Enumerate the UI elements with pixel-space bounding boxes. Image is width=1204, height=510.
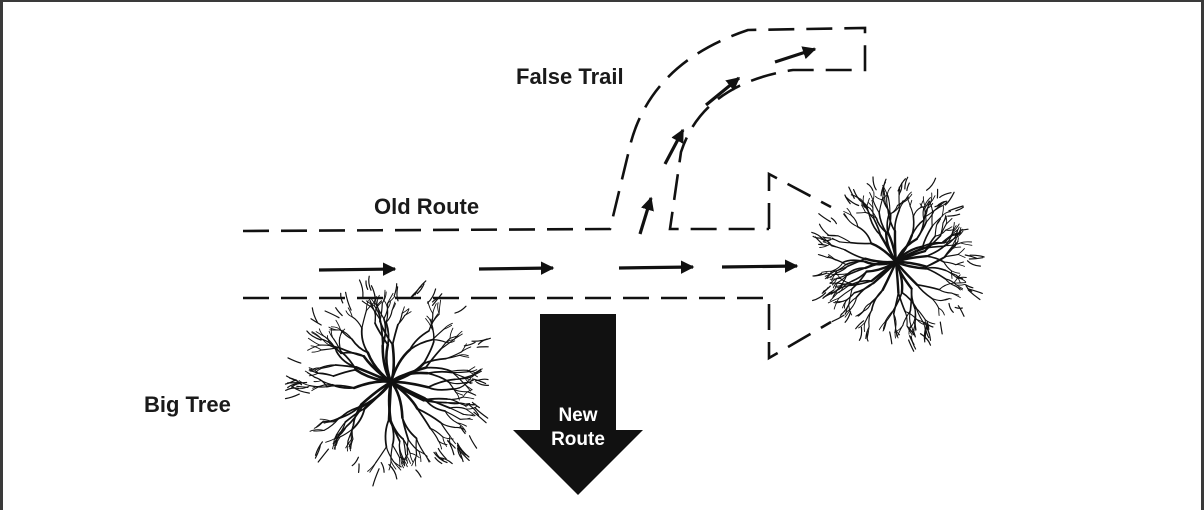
old-route-corridor: [242, 26, 867, 361]
new-route-label-line2: Route: [551, 429, 605, 450]
trail-arrow: [774, 46, 817, 64]
old-route-arrows: [318, 259, 799, 276]
new-route-label-line1: New: [558, 405, 597, 426]
big-tree-icon: [284, 275, 491, 487]
corridor-bottom-edge: [243, 296, 832, 361]
old-route-label: Old Route: [374, 194, 479, 219]
corridor-arrowhead-top: [767, 171, 832, 229]
end-tree-icon: [811, 176, 985, 352]
route-arrow: [318, 262, 397, 276]
route-arrow: [478, 261, 555, 275]
false-trail-label: False Trail: [516, 64, 624, 89]
big-tree-label: Big Tree: [144, 392, 231, 417]
corridor-top-edge: [242, 26, 867, 233]
false-trail-arrows: [638, 46, 817, 235]
route-arrow: [721, 259, 799, 273]
route-arrow: [618, 260, 695, 274]
trail-arrow: [638, 196, 654, 235]
new-route-arrow: New Route: [513, 314, 643, 495]
trail-arrow: [663, 128, 685, 165]
route-diagram: New Route False Trail Old Route Big Tree: [144, 26, 985, 495]
new-route-arrow-shape: [513, 314, 643, 495]
trail-arrow: [704, 76, 741, 107]
